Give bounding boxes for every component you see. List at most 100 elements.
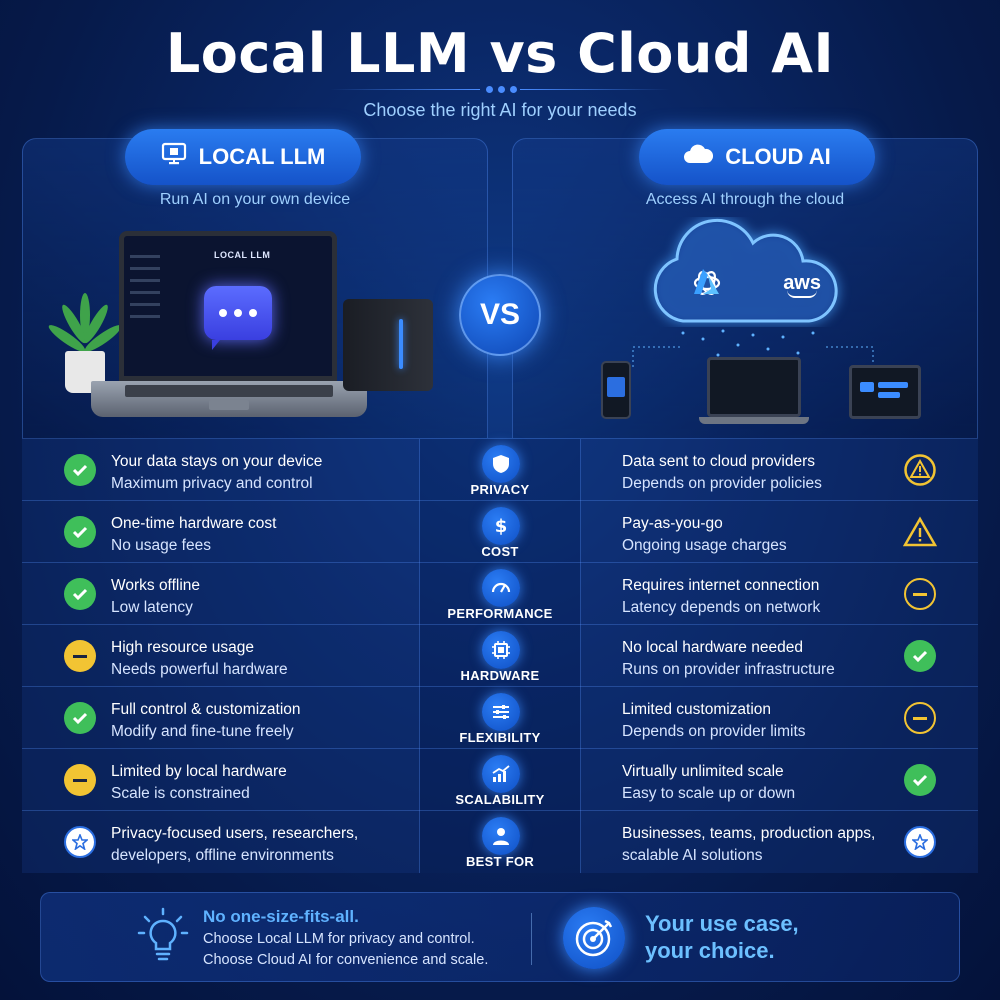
category-label: COST	[481, 544, 519, 559]
cloud-status-minus-outline-icon	[904, 578, 936, 610]
local-description: Privacy-focused users, researchers, devel…	[111, 823, 358, 867]
local-llm-pill-label: LOCAL LLM	[198, 144, 326, 169]
cloud-line-2: Easy to scale up or down	[622, 785, 796, 802]
target-icon	[563, 907, 625, 969]
local-llm-panel: LOCAL LLM Run AI on your own device LOCA…	[22, 129, 488, 438]
cloud-line-2: Runs on provider infrastructure	[622, 661, 835, 678]
banner-line-1: Choose Local LLM for privacy and control…	[203, 931, 475, 947]
cloud-line-1: Virtually unlimited scale	[622, 763, 784, 780]
local-status-minus-icon	[64, 640, 96, 672]
plant-illustration	[46, 289, 124, 394]
cloud-line-2: scalable AI solutions	[622, 847, 763, 864]
laptop-base	[91, 381, 367, 417]
local-llm-tagline: Run AI on your own device	[159, 191, 351, 208]
local-llm-pill: LOCAL LLM	[125, 129, 361, 185]
cloud-ai-pill: CLOUD AI	[639, 129, 875, 185]
laptop-screen: LOCAL LLM	[119, 231, 337, 381]
banner-tagline-2: your choice.	[645, 938, 775, 963]
local-status-check-icon	[64, 702, 96, 734]
category-label: PERFORMANCE	[447, 606, 553, 621]
local-line-1: Your data stays on your device	[111, 453, 323, 470]
local-status-check-icon	[64, 516, 96, 548]
banner-heading: No one-size-fits-all.	[203, 907, 359, 926]
local-line-1: Privacy-focused users, researchers,	[111, 825, 359, 842]
local-status-minus-icon	[64, 764, 96, 796]
local-description: One-time hardware cost No usage fees	[111, 513, 276, 557]
title-divider	[330, 84, 670, 96]
local-line-2: Maximum privacy and control	[111, 475, 313, 492]
local-line-1: One-time hardware cost	[111, 515, 277, 532]
laptop-device-base	[699, 417, 809, 424]
chip-icon	[482, 631, 520, 669]
cloud-status-star-icon	[904, 826, 936, 858]
laptop-device	[707, 357, 801, 417]
local-line-2: Scale is constrained	[111, 785, 250, 802]
category-label: SCALABILITY	[455, 792, 545, 807]
cloud-line-1: No local hardware needed	[622, 639, 803, 656]
local-status-star-icon	[64, 826, 96, 858]
local-line-2: No usage fees	[111, 537, 211, 554]
cloud-ai-pill-label: CLOUD AI	[725, 144, 831, 169]
shield-icon	[482, 445, 520, 483]
local-line-1: Limited by local hardware	[111, 763, 287, 780]
dollar-icon: $	[482, 507, 520, 545]
banner-tagline-1: Your use case,	[645, 911, 799, 936]
monitor-icon	[161, 142, 187, 172]
local-status-check-icon	[64, 578, 96, 610]
tablet-device	[849, 365, 921, 419]
cloud-status-check-icon	[904, 764, 936, 796]
page-title: Local LLM vs Cloud AI	[165, 22, 835, 85]
cloud-line-1: Requires internet connection	[622, 577, 820, 594]
local-line-2: Modify and fine-tune freely	[111, 723, 294, 740]
cloud-line-1: Limited customization	[622, 701, 772, 718]
cloud-line-2: Depends on provider limits	[622, 723, 806, 740]
azure-logo	[694, 268, 765, 298]
cloud-illustration: aws	[643, 217, 853, 327]
cloud-status-check-icon	[904, 640, 936, 672]
cloud-line-1: Data sent to cloud providers	[622, 453, 815, 470]
cloud-status-warning-triangle-icon	[903, 515, 937, 549]
category-label: BEST FOR	[465, 854, 535, 869]
cloud-ai-panel: CLOUD AI Access AI through the cloud	[512, 129, 978, 438]
category-label: PRIVACY	[470, 482, 530, 497]
comparison-row: Privacy-focused users, researchers, devel…	[22, 810, 978, 873]
cloud-line-2: Depends on provider policies	[622, 475, 822, 492]
chat-bubble-icon	[204, 286, 272, 350]
cloud-line-2: Ongoing usage charges	[622, 537, 787, 554]
cloud-cell	[580, 439, 978, 501]
page-subtitle: Choose the right AI for your needs	[363, 100, 637, 120]
cloud-line-1: Pay-as-you-go	[622, 515, 723, 532]
phone-device	[601, 361, 631, 419]
local-line-1: Full control & customization	[111, 701, 301, 718]
comparison-row: One-time hardware cost No usage fees $COST…	[22, 500, 978, 563]
vs-badge: VS	[459, 274, 541, 356]
banner-line-2: Choose Cloud AI for convenience and scal…	[203, 952, 489, 968]
banner-divider	[531, 913, 532, 965]
cloud-icon	[683, 143, 714, 171]
local-line-2: developers, offline environments	[111, 847, 334, 864]
user-icon	[482, 817, 520, 855]
cloud-status-warning-circle-icon	[903, 453, 937, 487]
growth-chart-icon	[482, 755, 520, 793]
local-line-1: Works offline	[111, 577, 201, 594]
local-line-2: Needs powerful hardware	[111, 661, 288, 678]
cloud-line-2: Latency depends on network	[622, 599, 821, 616]
aws-logo: aws	[783, 272, 821, 298]
local-status-check-icon	[64, 454, 96, 486]
